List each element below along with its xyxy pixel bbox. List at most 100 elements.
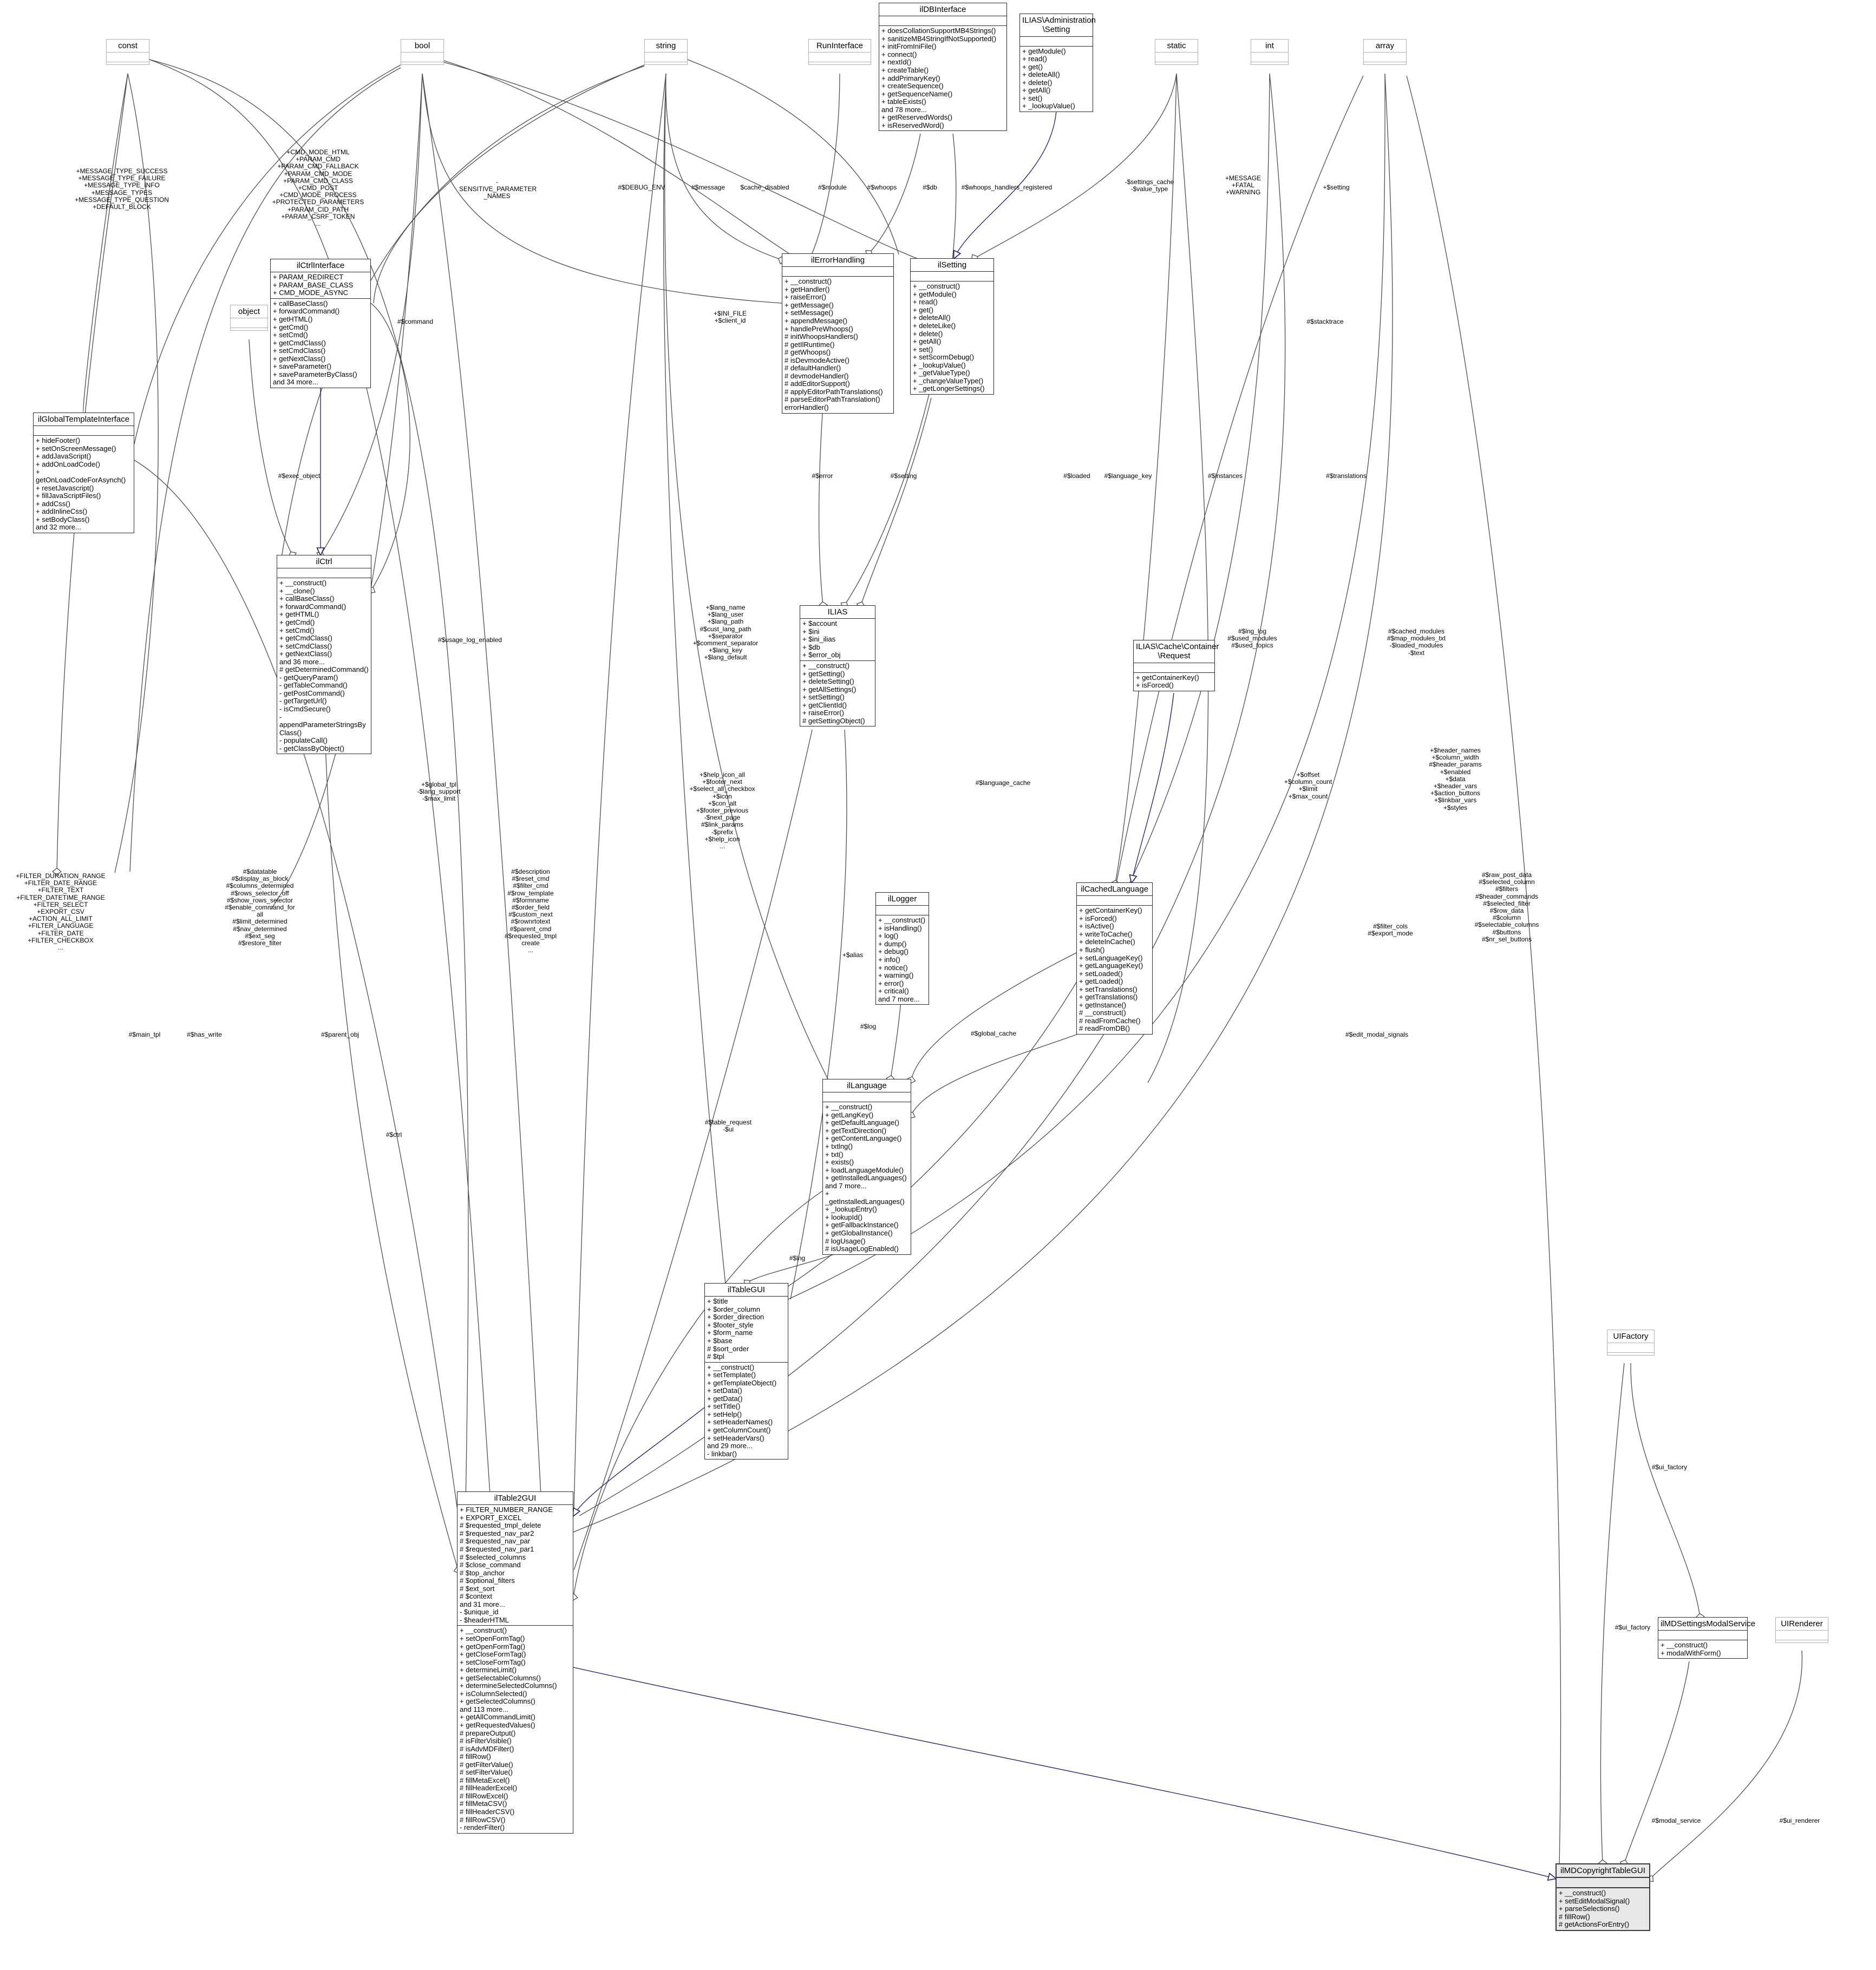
uml-operation-row: # fillRowCSV()	[460, 1815, 506, 1824]
uml-attribute-row: + $db	[802, 643, 820, 651]
uml-operation-row: # fillRow()	[460, 1752, 491, 1761]
uml-operation-row: + debug()	[878, 947, 909, 956]
uml-operation-row: + setEditModalSignal()	[1559, 1896, 1630, 1905]
uml-class-attributes	[34, 426, 134, 436]
uml-class-ilCtrlInterface[interactable]: ilCtrlInterface+ PARAM_REDIRECT+ PARAM_B…	[270, 259, 371, 388]
uml-class-operations	[645, 62, 687, 64]
uml-attribute-row: # $tpl	[707, 1352, 724, 1361]
uml-operation-row: and 7 more...	[878, 994, 920, 1003]
uml-class-ilMDCopyrightTableGUI[interactable]: ilMDCopyrightTableGUI + __construct()+ se…	[1555, 1863, 1650, 1931]
uml-class-attributes	[823, 1092, 911, 1103]
uml-class-ILIAS_Cache_Container_Request[interactable]: ILIAS\Cache\Container \Request+ getConta…	[1133, 640, 1219, 691]
uml-class-ilErrorHandling[interactable]: ilErrorHandling+ __construct()+ getHandl…	[782, 253, 894, 414]
uml-operation-row: + writeToCache()	[1079, 930, 1133, 938]
uml-class-int[interactable]: int	[1251, 39, 1289, 66]
uml-operation-row: + getSelectableColumns()	[460, 1673, 541, 1682]
uml-class-array[interactable]: array	[1363, 39, 1407, 66]
uml-operation-row: and 78 more...	[881, 105, 927, 114]
edge-label-lbl-parent-obj: #$parent_obj	[321, 1031, 359, 1038]
uml-class-UIFactory[interactable]: UIFactory	[1607, 1330, 1655, 1356]
uml-operation-row: + __construct()	[1559, 1889, 1606, 1897]
uml-operation-row: + callBaseClass()	[279, 594, 335, 603]
uml-operation-row: + getLoaded()	[1079, 977, 1123, 986]
uml-class-title: const	[107, 40, 149, 53]
uml-class-operations: + __construct()+ isHandling()+ log()+ du…	[876, 915, 929, 1004]
uml-operation-row: + __construct()	[279, 579, 327, 587]
uml-class-ILIAS_Administration_Setting[interactable]: ILIAS\Administration \Setting+ getModule…	[1019, 14, 1096, 112]
uml-class-title: UIFactory	[1607, 1330, 1654, 1344]
uml-class-UIRenderer[interactable]: UIRenderer	[1775, 1617, 1828, 1644]
uml-operation-row: # fillMetaCSV()	[460, 1799, 507, 1808]
uml-attribute-row: # $requested_nav_par2	[460, 1529, 534, 1537]
edge-label-lbl-offset: +$offset +$column_count +$limit +$max_co…	[1284, 771, 1332, 800]
uml-operation-row: + isColumnSelected()	[460, 1689, 527, 1698]
uml-class-attributes	[782, 267, 893, 277]
uml-class-ilTable2GUI[interactable]: ilTable2GUI+ FILTER_NUMBER_RANGE+ EXPORT…	[457, 1491, 573, 1834]
edge-label-lbl-ui-factory2: #$ui_factory	[1614, 1624, 1651, 1631]
uml-class-operations	[1155, 62, 1198, 64]
uml-class-ilLanguage[interactable]: ilLanguage+ __construct()+ getLangKey()+…	[822, 1079, 911, 1255]
uml-operation-row: # isUsageLogEnabled()	[825, 1245, 899, 1253]
uml-class-static[interactable]: static	[1155, 39, 1198, 66]
uml-operation-row: + parseSelections()	[1559, 1904, 1620, 1913]
uml-operation-row: + getModule()	[913, 290, 957, 298]
uml-operation-row: + delete()	[1022, 78, 1053, 87]
uml-operation-row: + setCmdClass()	[279, 642, 332, 650]
uml-operation-row: - appendParameterStringsBy	[279, 712, 366, 729]
uml-operation-row: + getLangKey()	[825, 1110, 874, 1119]
uml-operation-row: + fillJavaScriptFiles()	[36, 492, 101, 500]
uml-class-title: ilCtrlInterface	[271, 259, 370, 273]
uml-operation-row: + addPrimaryKey()	[881, 74, 940, 82]
uml-operation-row: + isActive()	[1079, 922, 1114, 931]
uml-class-ilTableGUI[interactable]: ilTableGUI+ $title+ $order_column+ $orde…	[704, 1283, 788, 1460]
uml-operation-row: + _changeValueType()	[913, 376, 984, 385]
uml-class-const[interactable]: const	[106, 39, 149, 66]
edge-label-lbl-db: #$db	[923, 184, 937, 191]
uml-class-string[interactable]: string	[644, 39, 688, 66]
uml-class-ilSetting[interactable]: ilSetting+ __construct()+ getModule()+ r…	[910, 258, 994, 395]
edge-label-lbl-modal-service: #$modal_service	[1651, 1817, 1701, 1824]
uml-class-ilCachedLanguage[interactable]: ilCachedLanguage+ getContainerKey()+ isF…	[1076, 882, 1153, 1035]
uml-class-bool[interactable]: bool	[401, 39, 444, 66]
uml-class-RunInterface[interactable]: RunInterface	[808, 39, 871, 66]
edge-label-lbl-whoops-handlers: #$whoops_handlers_registered	[961, 184, 1053, 191]
uml-class-operations	[231, 328, 267, 330]
uml-operation-row: + setSetting()	[802, 693, 845, 702]
uml-class-ILIAS[interactable]: ILIAS+ $account+ $ini+ $ini_ilias+ $db+ …	[800, 605, 875, 727]
uml-operation-row: # getIlRuntime()	[785, 340, 835, 349]
uml-class-object[interactable]: object	[230, 305, 268, 331]
uml-operation-row: - renderFilter()	[460, 1823, 505, 1832]
uml-class-attributes	[876, 906, 929, 916]
edge-label-lbl-log: #$log	[860, 1023, 877, 1030]
uml-operation-row: + _getLongerSettings()	[913, 384, 985, 393]
edge-label-lbl-table-request: #$table_request -$ui	[704, 1118, 752, 1134]
uml-class-ilMDSettingsModalService[interactable]: ilMDSettingsModalService+ __construct()+…	[1658, 1617, 1755, 1659]
uml-operation-row: and 29 more...	[707, 1442, 753, 1450]
uml-class-operations	[107, 62, 149, 64]
edge-label-lbl-filter-consts: +FILTER_DURATION_RANGE +FILTER_DATE_RANG…	[16, 872, 106, 951]
uml-class-operations: + __construct()+ modalWithForm()	[1658, 1640, 1747, 1658]
edge-label-lbl-ini-file: +$INI_FILE +$client_id	[713, 310, 747, 325]
uml-operation-row: Class()	[279, 728, 302, 737]
uml-operation-row: + getCloseFormTag()	[460, 1650, 526, 1659]
uml-operation-row: # getDeterminedCommand()	[279, 665, 369, 674]
uml-attribute-row: + $footer_style	[707, 1320, 754, 1329]
uml-attribute-row: + $error_obj	[802, 651, 841, 659]
uml-operation-row: + setLoaded()	[1079, 969, 1123, 978]
uml-operation-row: # fillHeaderExcel()	[460, 1784, 518, 1792]
uml-operation-row: + getReservedWords()	[881, 113, 952, 122]
uml-class-operations: + __construct()+ setTemplate()+ getTempl…	[705, 1363, 788, 1459]
uml-operation-row: + delete()	[913, 329, 943, 338]
uml-class-title: ilTable2GUI	[457, 1492, 573, 1506]
uml-class-ilDBInterface[interactable]: ilDBInterface+ doesCollationSupportMB4St…	[879, 3, 1007, 132]
uml-class-ilGlobalTemplateInterface[interactable]: ilGlobalTemplateInterface+ hideFooter()+…	[33, 413, 134, 533]
uml-class-attributes: + $title+ $order_column+ $order_directio…	[705, 1297, 788, 1363]
uml-class-operations	[401, 62, 443, 64]
uml-class-ilCtrl[interactable]: ilCtrl+ __construct()+ __clone()+ callBa…	[277, 555, 371, 755]
uml-class-ilLogger[interactable]: ilLogger+ __construct()+ isHandling()+ l…	[875, 892, 929, 1005]
uml-operation-row: # isAdvMDFilter()	[460, 1744, 514, 1753]
uml-class-title: ilMDCopyrightTableGUI	[1557, 1864, 1649, 1879]
uml-attribute-row: + FILTER_NUMBER_RANGE	[460, 1506, 553, 1514]
uml-class-attributes	[1251, 53, 1288, 63]
uml-operation-row: + setTemplate()	[707, 1371, 756, 1379]
